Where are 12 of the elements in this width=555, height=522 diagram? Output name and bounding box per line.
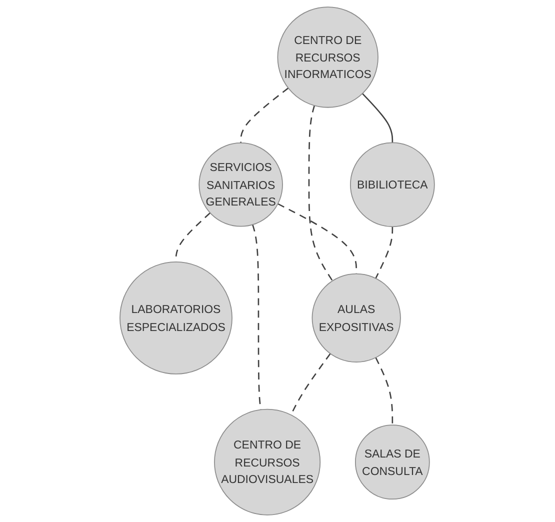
connector [362, 93, 394, 143]
connector [240, 88, 289, 143]
node-circle: LABORATORIOS ESPECIALIZADOS [120, 262, 233, 374]
node-circle: CENTRO DE RECURSOS INFORMATICOS [278, 6, 379, 108]
node-circle: BIBILIOTECA [350, 142, 436, 228]
connector [308, 105, 334, 282]
node-circle: AULAS EXPOSITIVAS [312, 273, 402, 363]
node-circle: SERVICIOS SANITARIOS GENERALES [199, 142, 284, 227]
connector [375, 226, 394, 279]
node-circle: SALAS DE CONSULTA [355, 424, 430, 500]
connector [375, 357, 394, 426]
node-circle: CENTRO DE RECURSOS AUDIOVISUALES [214, 408, 321, 516]
